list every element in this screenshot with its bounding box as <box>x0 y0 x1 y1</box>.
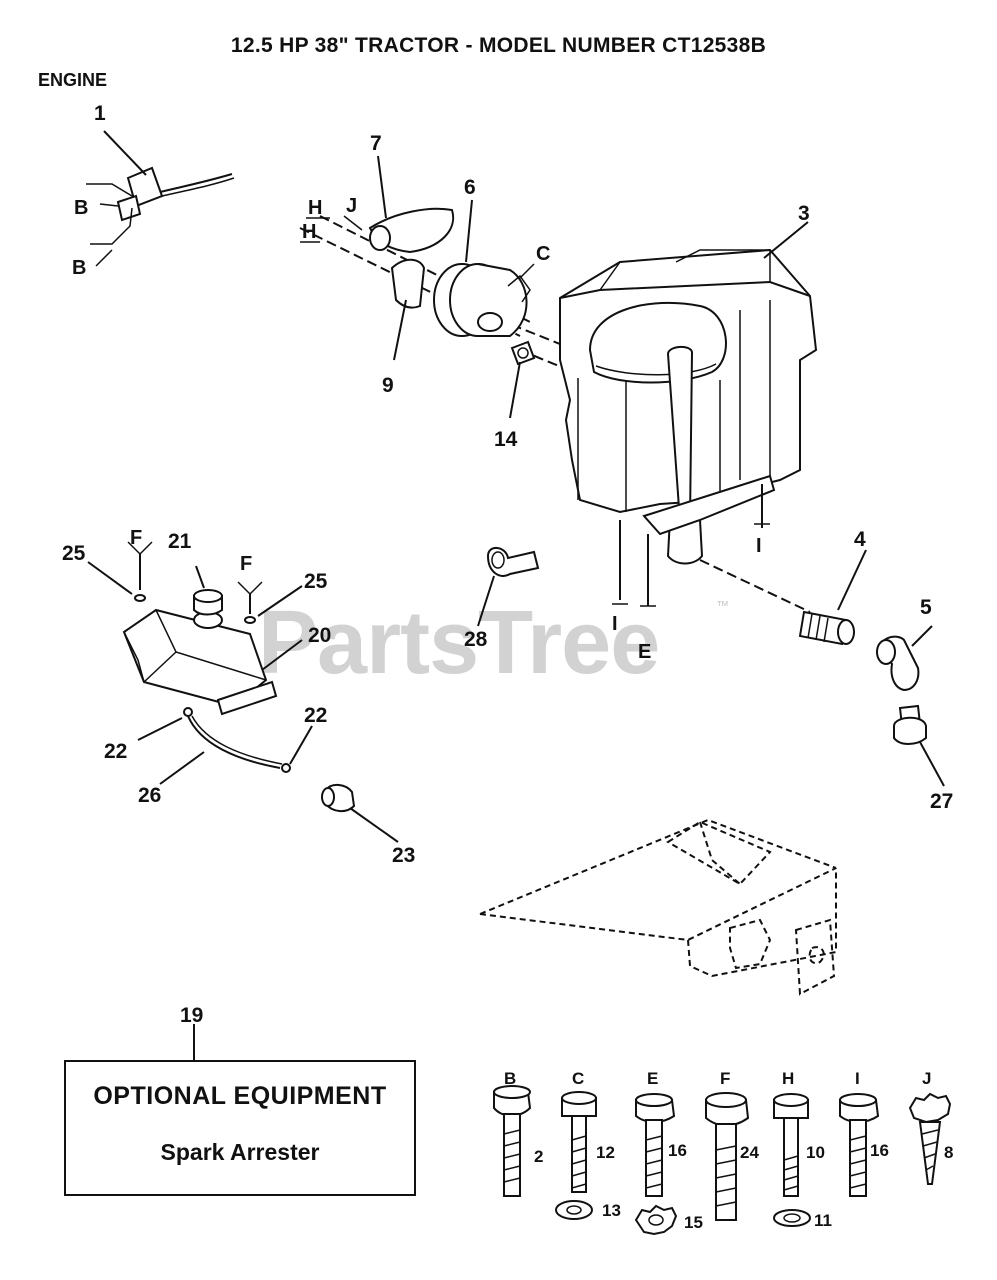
callout-27: 27 <box>930 790 953 813</box>
bolt-f <box>705 1092 750 1221</box>
callout-9: 9 <box>382 374 394 397</box>
ref-h-top: H <box>308 197 322 219</box>
hardware-number-f: 24 <box>740 1143 759 1162</box>
section-label: ENGINE <box>38 70 108 90</box>
callout-22-right: 22 <box>304 704 327 727</box>
ref-e: E <box>638 641 651 663</box>
callout-26: 26 <box>138 784 161 807</box>
throttle-bracket-part <box>86 130 235 267</box>
optional-equipment-box: OPTIONAL EQUIPMENT Spark Arrester <box>64 1060 416 1196</box>
hardware-letter-c: C <box>572 1069 584 1088</box>
hardware-number-j: 8 <box>944 1143 953 1162</box>
muffler-assembly-part <box>299 155 701 421</box>
callout-23: 23 <box>392 844 415 867</box>
callout-28: 28 <box>464 628 488 651</box>
ref-f-right: F <box>240 553 252 575</box>
washer-number-15: 15 <box>684 1213 703 1232</box>
hardware-number-h: 10 <box>806 1143 825 1162</box>
hardware-number-i: 16 <box>870 1141 889 1160</box>
optional-equipment-title: OPTIONAL EQUIPMENT <box>93 1082 387 1110</box>
hardware-number-c: 12 <box>596 1143 615 1162</box>
reference-ticks <box>300 215 535 279</box>
oil-drain-parts <box>798 549 945 787</box>
hardware-number-e: 16 <box>668 1141 687 1160</box>
callout-7: 7 <box>370 132 382 155</box>
hardware-letter-f: F <box>720 1069 730 1088</box>
callout-25-right: 25 <box>304 570 328 593</box>
bolt-e <box>634 1093 678 1236</box>
hardware-letter-b: B <box>504 1069 516 1088</box>
watermark-trademark: ™ <box>716 598 729 613</box>
callout-25-left: 25 <box>62 542 86 565</box>
bolt-i <box>839 1093 880 1197</box>
callout-21: 21 <box>168 530 192 553</box>
ref-h-bottom: H <box>302 221 316 243</box>
watermark-text: PartsTree <box>258 593 660 693</box>
hardware-letter-i: I <box>855 1069 860 1088</box>
screw-j <box>908 1092 952 1185</box>
callout-3: 3 <box>798 202 810 225</box>
engine-part <box>559 221 818 565</box>
hardware-letter-e: E <box>647 1069 658 1088</box>
page-title: 12.5 HP 38" TRACTOR - MODEL NUMBER CT125… <box>230 34 767 57</box>
ref-i-lower: I <box>612 613 618 635</box>
washer-number-13: 13 <box>602 1201 621 1220</box>
ref-f-left: F <box>130 527 142 549</box>
optional-equipment-item: Spark Arrester <box>160 1139 320 1165</box>
bolt-h <box>773 1093 811 1227</box>
clamp-part <box>477 547 540 627</box>
callout-22-left: 22 <box>104 740 127 763</box>
ref-i-upper: I <box>756 535 762 557</box>
ref-b-top: B <box>74 197 88 219</box>
bolt-b <box>493 1085 532 1197</box>
callout-5: 5 <box>920 596 932 619</box>
callout-19: 19 <box>180 1004 203 1027</box>
callout-14: 14 <box>494 428 518 451</box>
callout-4: 4 <box>854 528 866 551</box>
engine-mount-lines <box>612 484 811 613</box>
callout-6: 6 <box>464 176 476 199</box>
callout-20: 20 <box>308 624 331 647</box>
hardware-letter-j: J <box>922 1069 931 1088</box>
bolt-c <box>555 1091 597 1220</box>
fuel-tank-assembly <box>87 541 399 843</box>
ref-c: C <box>536 243 550 265</box>
callout-1: 1 <box>94 102 106 125</box>
frame-outline <box>479 818 837 996</box>
hardware-chart <box>493 1085 952 1236</box>
hardware-letter-h: H <box>782 1069 794 1088</box>
hardware-number-b: 2 <box>534 1147 543 1166</box>
ref-j: J <box>346 195 357 217</box>
ref-b-bottom: B <box>72 257 86 279</box>
washer-number-11: 11 <box>814 1211 832 1230</box>
